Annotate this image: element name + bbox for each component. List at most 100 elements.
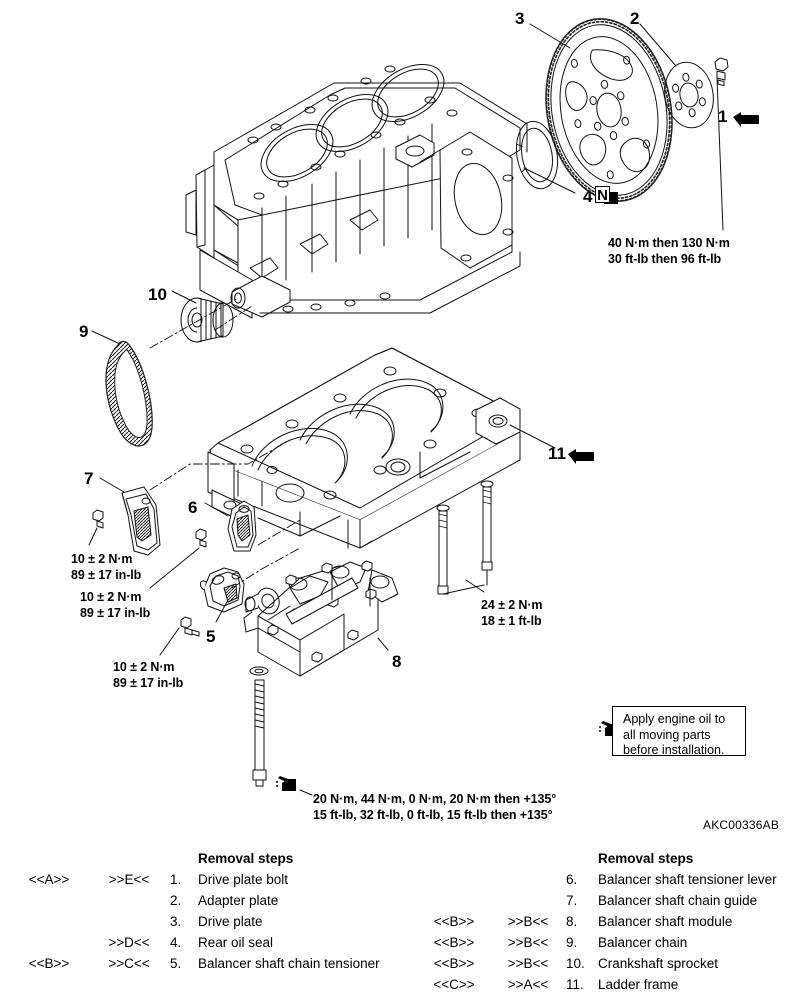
callout-5: 5	[206, 627, 216, 646]
note-text: Apply engine oil to all moving parts bef…	[623, 712, 725, 759]
list-item: 2. Adapter plate	[10, 890, 380, 911]
step-number: 8.	[566, 914, 578, 929]
list-item: 6. Balancer shaft tensioner lever	[418, 869, 777, 890]
removal-steps-right-header: Removal steps	[598, 851, 694, 866]
torque-line-ftlb: 15 ft-lb, 32 ft-lb, 0 ft-lb, 15 ft-lb th…	[313, 808, 553, 822]
callout-7: 7	[84, 469, 94, 488]
remove-marker: >>B<<	[507, 956, 549, 971]
note-line-2: all moving parts	[623, 727, 711, 742]
drawing-reference-number: AKC00336AB	[703, 818, 780, 832]
balancer-module-long-bolt-art	[249, 666, 269, 787]
step-label: Adapter plate	[198, 893, 279, 908]
callout-3: 3	[515, 9, 525, 28]
torque-spec-chain-guide: 10 ± 2 N·m 89 ± 17 in-lb	[71, 551, 141, 583]
step-label: Ladder frame	[598, 977, 679, 992]
list-item: <<B>> >>B<< 10. Crankshaft sprocket	[418, 953, 777, 974]
callout-8: 8	[392, 652, 402, 671]
rear-oil-seal-art	[515, 120, 559, 190]
note-line-1: Apply engine oil to	[623, 712, 726, 726]
note-line-3: before installation.	[623, 743, 725, 758]
step-number: 5.	[170, 956, 182, 971]
callout-2: 2	[630, 9, 640, 28]
torque-line-nm: 40 N·m then 130 N·m	[608, 236, 730, 250]
step-label: Balancer chain	[598, 935, 688, 950]
balancer-chain-guide-art	[121, 486, 161, 556]
step-label: Rear oil seal	[198, 935, 274, 950]
sealant-tube-icon-11	[568, 449, 594, 464]
list-item: 7. Balancer shaft chain guide	[418, 890, 777, 911]
callout-1: 1	[718, 107, 728, 126]
step-number: 4.	[170, 935, 182, 950]
drive-plate-bolt-art	[714, 57, 729, 87]
oil-can-icon-bolt	[276, 776, 296, 791]
list-item: <<B>> >>B<< 9. Balancer chain	[418, 932, 777, 953]
callout-11: 11	[548, 444, 566, 463]
n-marker-box: N	[595, 186, 610, 203]
balancer-chain-tensioner-art	[199, 567, 245, 613]
callout-9: 9	[79, 322, 89, 341]
removal-steps-left: Removal steps <<A>> >>E<< 1. Drive plate…	[10, 848, 380, 974]
install-marker: <<B>>	[28, 956, 70, 971]
step-number: 2.	[170, 893, 182, 908]
install-marker: <<B>>	[433, 914, 475, 929]
ladder-frame-bolts-art	[436, 480, 494, 595]
torque-spec-chain-tensioner: 10 ± 2 N·m 89 ± 17 in-lb	[113, 659, 183, 691]
remove-marker: >>B<<	[507, 914, 549, 929]
step-number: 3.	[170, 914, 182, 929]
list-item: <<C>> >>A<< 11. Ladder frame	[418, 974, 777, 995]
torque-spec-drive-plate-bolt: 40 N·m then 130 N·m 30 ft-lb then 96 ft-…	[608, 235, 730, 267]
remove-marker: >>A<<	[507, 977, 549, 992]
torque-spec-tensioner-lever: 10 ± 2 N·m 89 ± 17 in-lb	[80, 589, 150, 621]
torque-line-nm: 24 ± 2 N·m	[481, 598, 543, 612]
list-item: <<B>> >>C<< 5. Balancer shaft chain tens…	[10, 953, 380, 974]
install-marker: <<B>>	[433, 956, 475, 971]
torque-line-nm: 10 ± 2 N·m	[80, 590, 142, 604]
step-label: Drive plate bolt	[198, 872, 289, 887]
step-label: Balancer shaft tensioner lever	[598, 872, 777, 887]
torque-line-nm: 10 ± 2 N·m	[113, 660, 175, 674]
install-marker: <<C>>	[433, 977, 475, 992]
callout-4: 4	[583, 187, 593, 206]
step-label: Crankshaft sprocket	[598, 956, 719, 971]
removal-steps-right: Removal steps 6. Balancer shaft tensione…	[418, 848, 777, 995]
torque-line-inlb: 89 ± 17 in-lb	[80, 606, 151, 620]
step-label: Drive plate	[198, 914, 263, 929]
step-number: 11.	[566, 977, 584, 992]
remove-marker: >>B<<	[507, 935, 549, 950]
torque-line-inlb: 89 ± 17 in-lb	[71, 568, 142, 582]
step-label: Balancer shaft chain tensioner	[198, 956, 380, 971]
balancer-chain-art	[105, 340, 153, 447]
chain-guide-bolt-art	[92, 509, 104, 529]
torque-line-ftlb: 30 ft-lb then 96 ft-lb	[608, 252, 722, 266]
balancer-tensioner-lever-art	[227, 500, 257, 552]
torque-spec-ladder-frame-bolt: 24 ± 2 N·m 18 ± 1 ft-lb	[481, 597, 543, 629]
tensioner-lever-bolt-art	[195, 528, 207, 548]
callout-6: 6	[188, 498, 198, 517]
removal-steps-left-header: Removal steps	[198, 851, 294, 866]
torque-spec-balancer-module-bolt: 20 N·m, 44 N·m, 0 N·m, 20 N·m then +135°…	[313, 791, 556, 823]
step-label: Balancer shaft module	[598, 914, 733, 929]
remove-marker: >>D<<	[108, 935, 150, 950]
install-marker: <<B>>	[433, 935, 475, 950]
remove-marker: >>C<<	[108, 956, 150, 971]
apply-engine-oil-note: Apply engine oil to all moving parts bef…	[612, 706, 746, 759]
install-marker: <<A>>	[28, 872, 70, 887]
list-item: >>D<< 4. Rear oil seal	[10, 932, 380, 953]
torque-line-nm: 10 ± 2 N·m	[71, 552, 133, 566]
sealant-tube-icon-1	[733, 112, 759, 127]
step-number: 1.	[170, 872, 182, 887]
cylinder-block-art	[185, 64, 528, 319]
step-label: Balancer shaft chain guide	[598, 893, 758, 908]
chain-tensioner-bolt-art	[180, 616, 200, 637]
list-item: <<B>> >>B<< 8. Balancer shaft module	[418, 911, 777, 932]
torque-line-inlb: 89 ± 17 in-lb	[113, 676, 184, 690]
torque-line-ftlb: 18 ± 1 ft-lb	[481, 614, 542, 628]
step-number: 9.	[566, 935, 578, 950]
torque-line-nm: 20 N·m, 44 N·m, 0 N·m, 20 N·m then +135°	[313, 792, 557, 806]
remove-marker: >>E<<	[108, 872, 150, 887]
callout-10: 10	[148, 285, 167, 304]
step-number: 6.	[566, 872, 578, 887]
step-number: 7.	[566, 893, 578, 908]
